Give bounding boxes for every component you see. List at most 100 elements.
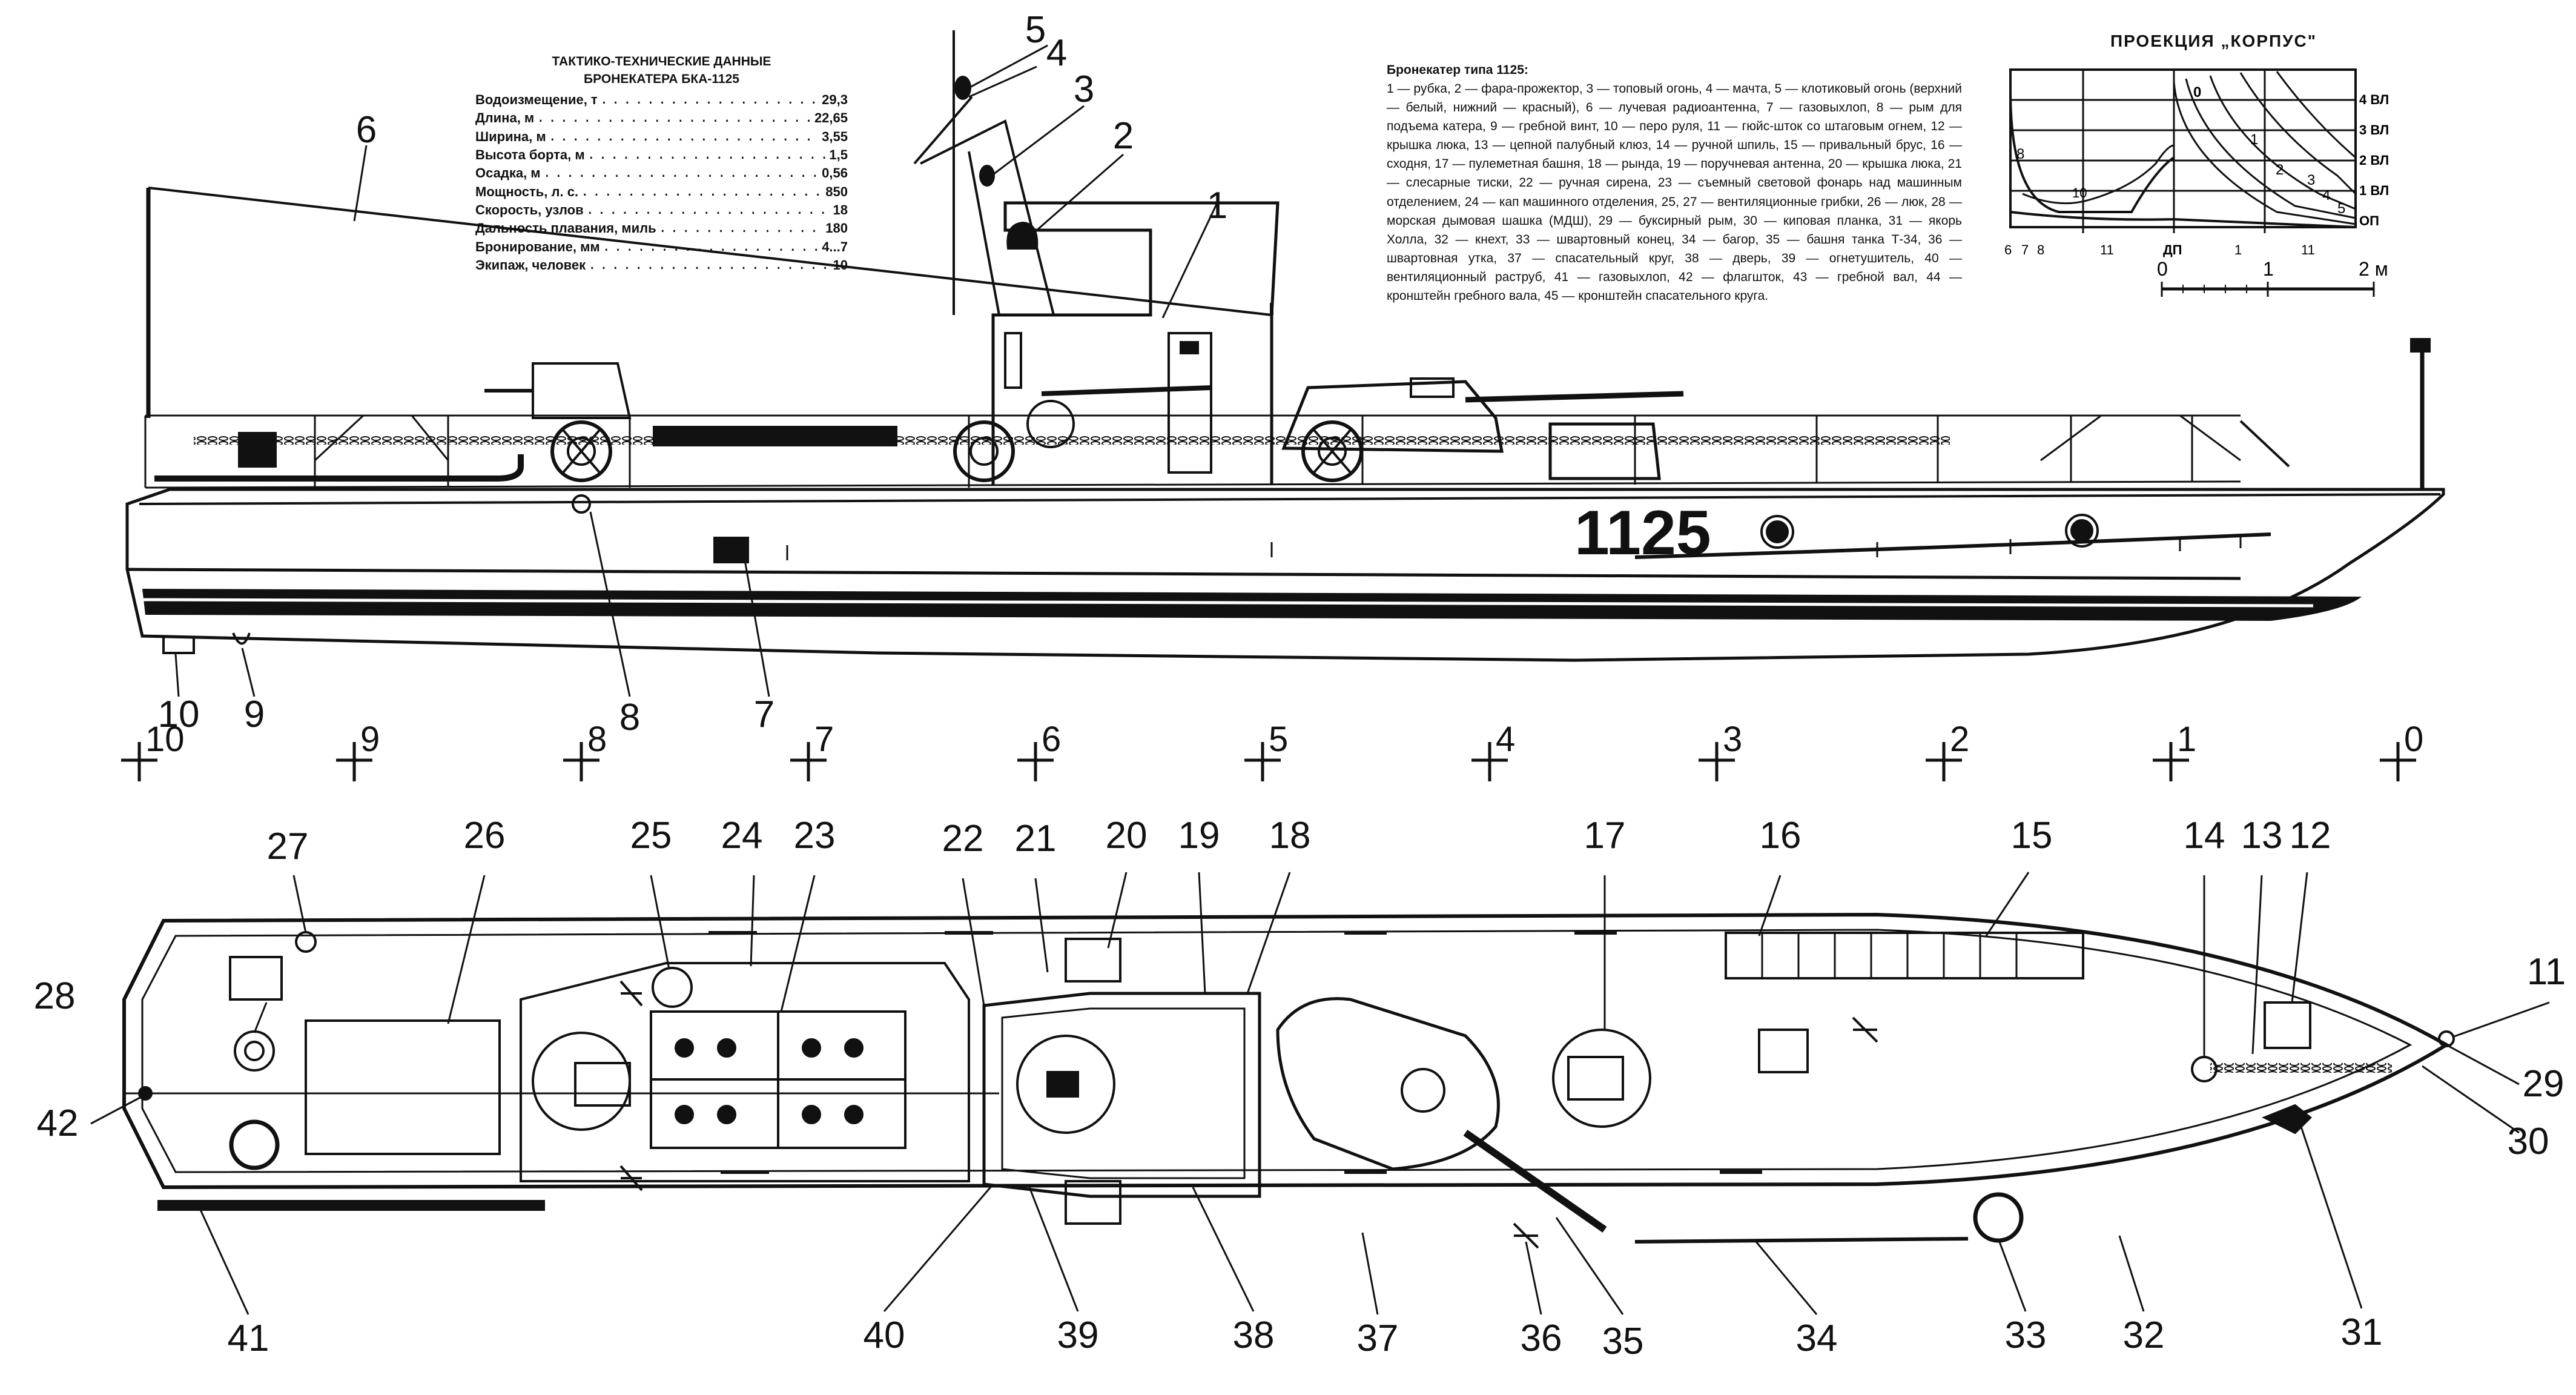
plan-callout-21: 21 xyxy=(1015,818,1057,860)
plan-callout-28: 28 xyxy=(34,975,76,1017)
station-1: 1 xyxy=(2177,720,2196,759)
station-6: 6 xyxy=(1042,720,1061,759)
towing-eye-29 xyxy=(2438,1030,2455,1047)
searchlight-2 xyxy=(1006,221,1039,250)
station-0: 0 xyxy=(2404,720,2423,759)
proj-bottom-1: 1 xyxy=(2234,242,2242,257)
legend-title: Бронекатер типа 1125: xyxy=(1387,63,1528,77)
plan-callout-27: 27 xyxy=(267,826,309,867)
proj-frame-8: 8 xyxy=(2016,146,2024,162)
side-callout-5: 5 xyxy=(1025,9,1046,51)
vent-25 xyxy=(652,967,693,1008)
station-9: 9 xyxy=(360,720,380,759)
proj-frame-2: 2 xyxy=(2276,162,2284,178)
station-4: 4 xyxy=(1496,720,1515,759)
plan-callout-25: 25 xyxy=(630,815,672,857)
side-callout-10: 10 xyxy=(158,694,200,735)
plan-callout-36: 36 xyxy=(1521,1317,1562,1359)
plan-callout-31: 31 xyxy=(2341,1311,2383,1353)
station-3: 3 xyxy=(1723,720,1742,759)
porthole xyxy=(2070,519,2093,542)
proj-bottom-8: 8 xyxy=(2037,242,2044,257)
wheelhouse-1 xyxy=(991,201,1280,485)
lifting-ring-8 xyxy=(572,494,591,514)
proj-frame-1: 1 xyxy=(2250,131,2258,148)
side-callout-1: 1 xyxy=(1207,185,1227,227)
proj-frame-3: 3 xyxy=(2307,172,2315,188)
side-callout-9: 9 xyxy=(244,694,265,735)
exhaust-7 xyxy=(713,537,749,563)
plan-view xyxy=(122,912,2455,1249)
plan-callout-17: 17 xyxy=(1584,815,1626,857)
proj-frame-10: 10 xyxy=(2072,185,2087,200)
plan-callout-35: 35 xyxy=(1602,1320,1644,1362)
plan-callout-24: 24 xyxy=(721,815,763,857)
legend-block: Бронекатер типа 1125: 1 — рубка, 2 — фар… xyxy=(1387,61,1962,305)
station-8: 8 xyxy=(587,720,607,759)
proj-wl-2: 2 ВЛ xyxy=(2359,153,2389,168)
station-10: 10 xyxy=(145,720,185,759)
proj-wl-base: ОП xyxy=(2359,213,2379,228)
life-ring-aft xyxy=(550,420,612,482)
spec-row: Ширина, м..........................3,55 xyxy=(475,128,848,144)
proj-bottom-7: 7 xyxy=(2021,242,2029,257)
plan-callout-33: 33 xyxy=(2005,1314,2047,1356)
spec-row: Дальность плавания, миль................… xyxy=(475,220,848,236)
plan-callout-15: 15 xyxy=(2011,815,2053,857)
plan-callout-39: 39 xyxy=(1057,1314,1099,1356)
spec-row: Мощность, л. с..........................… xyxy=(475,184,848,199)
side-leaders xyxy=(174,44,1218,697)
side-callout-6: 6 xyxy=(356,109,377,151)
plan-callout-42: 42 xyxy=(37,1102,79,1144)
scale-0: 0 xyxy=(2157,258,2168,280)
plan-callout-18: 18 xyxy=(1269,815,1311,857)
proj-wl-1: 1 ВЛ xyxy=(2359,183,2389,198)
plan-callout-13: 13 xyxy=(2241,815,2283,857)
masthead-light-5 xyxy=(954,76,971,100)
plan-callout-37: 37 xyxy=(1357,1317,1399,1359)
porthole xyxy=(1766,520,1789,543)
plan-callout-41: 41 xyxy=(228,1317,269,1359)
side-callout-4: 4 xyxy=(1046,32,1067,74)
plan-callout-23: 23 xyxy=(794,815,836,857)
plan-callout-14: 14 xyxy=(2184,815,2225,857)
plan-callout-40: 40 xyxy=(864,1314,905,1356)
legend-text: 1 — рубка, 2 — фара-прожектор, 3 — топов… xyxy=(1387,82,1962,303)
plan-callout-32: 32 xyxy=(2123,1314,2165,1356)
plan-callout-22: 22 xyxy=(942,818,984,860)
plan-callout-38: 38 xyxy=(1233,1314,1275,1356)
spec-table: ТАКТИКО-ТЕХНИЧЕСКИЕ ДАННЫЕ БРОНЕКАТЕРА Б… xyxy=(475,53,848,275)
plan-callout-34: 34 xyxy=(1796,1317,1838,1359)
wheelhouse-top xyxy=(982,992,1261,1198)
proj-wl-3: 3 ВЛ xyxy=(2359,122,2389,138)
tank-turret-top xyxy=(1276,997,1500,1171)
engine-casing-24 xyxy=(520,962,970,1182)
spec-row: Осадка, м..........................0,56 xyxy=(475,165,848,181)
station-2: 2 xyxy=(1950,720,1969,759)
projection-title: ПРОЕКЦИЯ „КОРПУС" xyxy=(2110,31,2317,50)
life-ring-fwd xyxy=(1301,420,1363,482)
body-plan xyxy=(2009,68,2375,297)
proj-frame-4: 4 xyxy=(2322,187,2330,204)
proj-frame-5: 5 xyxy=(2337,200,2345,217)
plan-callout-20: 20 xyxy=(1106,815,1148,857)
mast-4 xyxy=(913,30,1055,316)
aft-turret-side xyxy=(532,362,632,419)
deck-outline xyxy=(122,912,2450,1190)
life-ring-wheelhouse xyxy=(953,420,1015,482)
plan-callout-29: 29 xyxy=(2523,1063,2564,1105)
scale-1: 1 xyxy=(2263,258,2274,280)
hatch-12 xyxy=(2264,1001,2311,1049)
spec-row: Водоизмещение, т........................… xyxy=(475,91,848,107)
proj-bottom-11a: 11 xyxy=(2100,242,2114,257)
proj-bottom-11b: 11 xyxy=(2301,242,2315,257)
side-callout-2: 2 xyxy=(1113,115,1134,157)
life-ring-plan-33 xyxy=(1973,1192,2024,1243)
rudder-10 xyxy=(162,636,195,654)
hull-number: 1125 xyxy=(1574,498,1711,568)
side-callout-3: 3 xyxy=(1074,68,1094,110)
anchor-31 xyxy=(2262,1104,2312,1135)
spec-row: Длина, м..........................22,65 xyxy=(475,110,848,126)
station-7: 7 xyxy=(814,720,834,759)
